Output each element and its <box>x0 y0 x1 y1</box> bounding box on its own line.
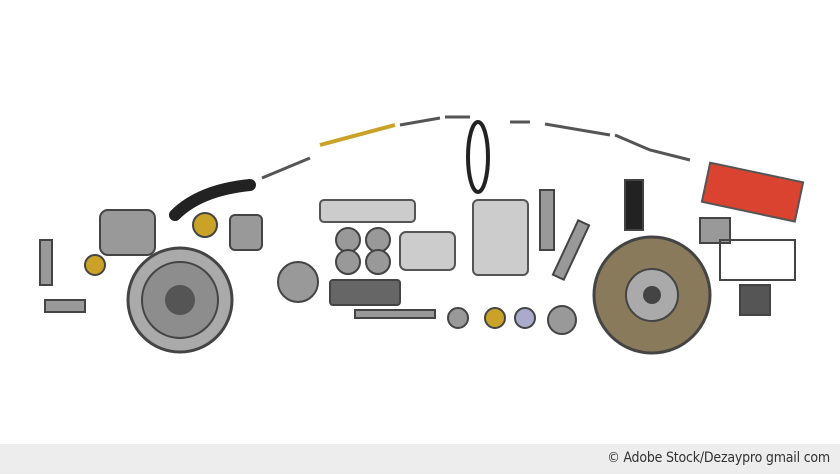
misc-parts <box>39 179 796 335</box>
front-clutch <box>126 246 234 354</box>
car-parts-illustration <box>39 115 805 355</box>
rear-clutch-disc <box>592 235 712 355</box>
timing-belt <box>466 120 490 194</box>
air-filter <box>700 161 805 223</box>
roof-line-parts <box>261 115 691 180</box>
gaskets <box>319 199 529 276</box>
credit-bar: © Adobe Stock/Dezaypro gmail com <box>0 444 840 474</box>
radiator-hose <box>169 179 256 221</box>
copyright-credit: © Adobe Stock/Dezaypro gmail com <box>607 450 830 466</box>
